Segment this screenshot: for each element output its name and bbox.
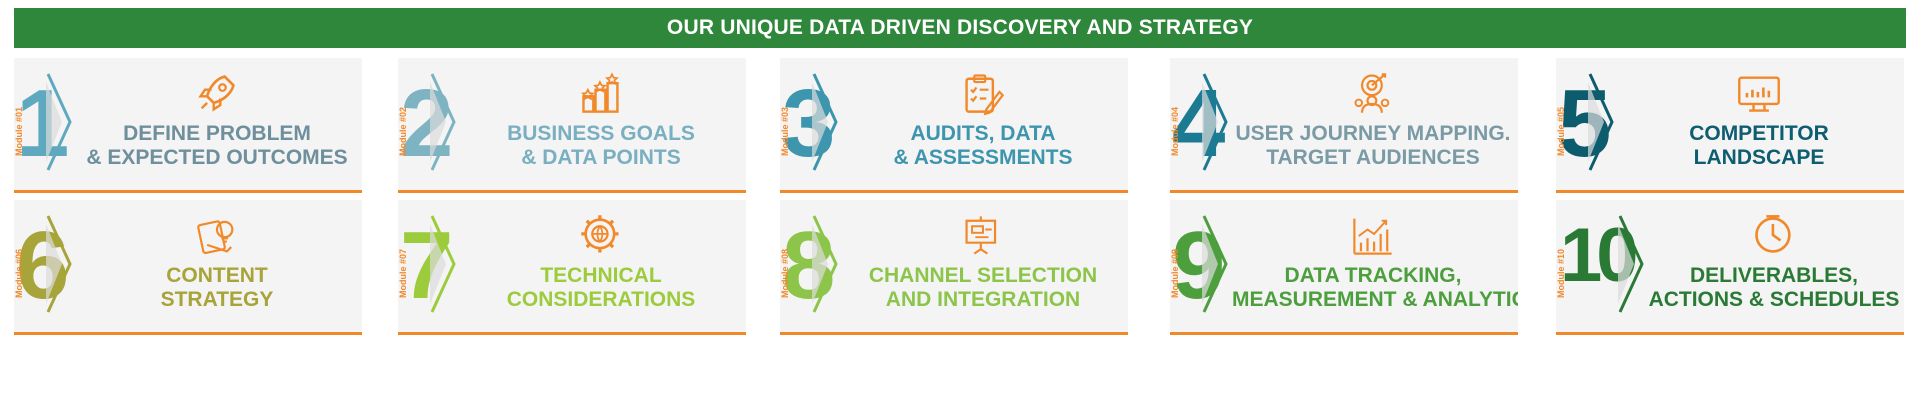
module-label: Module #07	[398, 248, 408, 298]
module-title: AUDITS, DATA& ASSESSMENTS	[842, 122, 1124, 170]
module-title-line-1: DEFINE PROBLEM	[123, 122, 311, 145]
module-title-line-2: LANDSCAPE	[1693, 146, 1825, 169]
module-title-line-1: DATA TRACKING,	[1284, 264, 1462, 287]
module-title-line-2: & DATA POINTS	[521, 146, 681, 169]
chevron-icon	[46, 215, 72, 313]
chevron-icon	[812, 215, 838, 313]
analytics-growth-icon	[1350, 212, 1396, 263]
chevron-icon	[430, 215, 456, 313]
audience-target-icon	[1350, 70, 1396, 121]
module-title-line-2: & EXPECTED OUTCOMES	[86, 146, 348, 169]
rocket-icon	[194, 70, 240, 121]
clipboard-audit-icon	[960, 70, 1006, 121]
chevron-icon	[812, 73, 838, 171]
page-banner: OUR UNIQUE DATA DRIVEN DISCOVERY AND STR…	[14, 8, 1906, 48]
module-title-line-1: USER JOURNEY MAPPING.	[1235, 122, 1511, 145]
module-title: DEFINE PROBLEM& EXPECTED OUTCOMES	[76, 122, 358, 170]
monitor-chart-icon	[1736, 70, 1782, 121]
gear-globe-icon	[578, 212, 624, 263]
banner-title: OUR UNIQUE DATA DRIVEN DISCOVERY AND STR…	[666, 16, 1254, 39]
module-title-line-2: CONSIDERATIONS	[506, 288, 696, 311]
module-title-line-2: STRATEGY	[160, 288, 274, 311]
chevron-icon	[1202, 73, 1228, 171]
goals-podium-icon	[578, 70, 624, 121]
module-title-line-2: AND INTEGRATION	[885, 288, 1081, 311]
module-label: Module #10	[1556, 248, 1566, 298]
module-title-line-1: CONTENT	[166, 264, 268, 287]
clock-icon	[1751, 212, 1797, 263]
module-title-line-2: MEASUREMENT & ANALYTICS	[1232, 288, 1518, 311]
module-label: Module #03	[780, 106, 790, 156]
chevron-icon	[1588, 73, 1614, 171]
channel-presentation-icon	[960, 212, 1006, 263]
module-label: Module #05	[1556, 106, 1566, 156]
module-title-line-2: TARGET AUDIENCES	[1266, 146, 1480, 169]
module-title: USER JOURNEY MAPPING.TARGET AUDIENCES	[1232, 122, 1514, 170]
module-label: Module #09	[1170, 248, 1180, 298]
module-title-line-1: TECHNICAL	[540, 264, 662, 287]
chevron-icon	[430, 73, 456, 171]
chevron-icon	[1202, 215, 1228, 313]
module-title-line-1: BUSINESS GOALS	[507, 122, 695, 145]
chevron-icon	[1618, 215, 1644, 313]
module-title-line-2: ACTIONS & SCHEDULES	[1648, 288, 1900, 311]
module-label: Module #01	[14, 106, 24, 156]
module-title-line-1: COMPETITOR	[1689, 122, 1829, 145]
content-idea-icon	[194, 212, 240, 263]
module-title-line-1: AUDITS, DATA	[910, 122, 1056, 145]
chevron-icon	[46, 73, 72, 171]
module-label: Module #06	[14, 248, 24, 298]
module-label: Module #08	[780, 248, 790, 298]
module-title: DELIVERABLES,ACTIONS & SCHEDULES	[1648, 264, 1900, 312]
module-title-line-1: CHANNEL SELECTION	[868, 264, 1098, 287]
module-title-line-1: DELIVERABLES,	[1689, 264, 1859, 287]
module-title-line-2: & ASSESSMENTS	[893, 146, 1073, 169]
module-title: BUSINESS GOALS& DATA POINTS	[460, 122, 742, 170]
module-label: Module #04	[1170, 106, 1180, 156]
module-label: Module #02	[398, 106, 408, 156]
module-title: DATA TRACKING,MEASUREMENT & ANALYTICS	[1232, 264, 1518, 312]
